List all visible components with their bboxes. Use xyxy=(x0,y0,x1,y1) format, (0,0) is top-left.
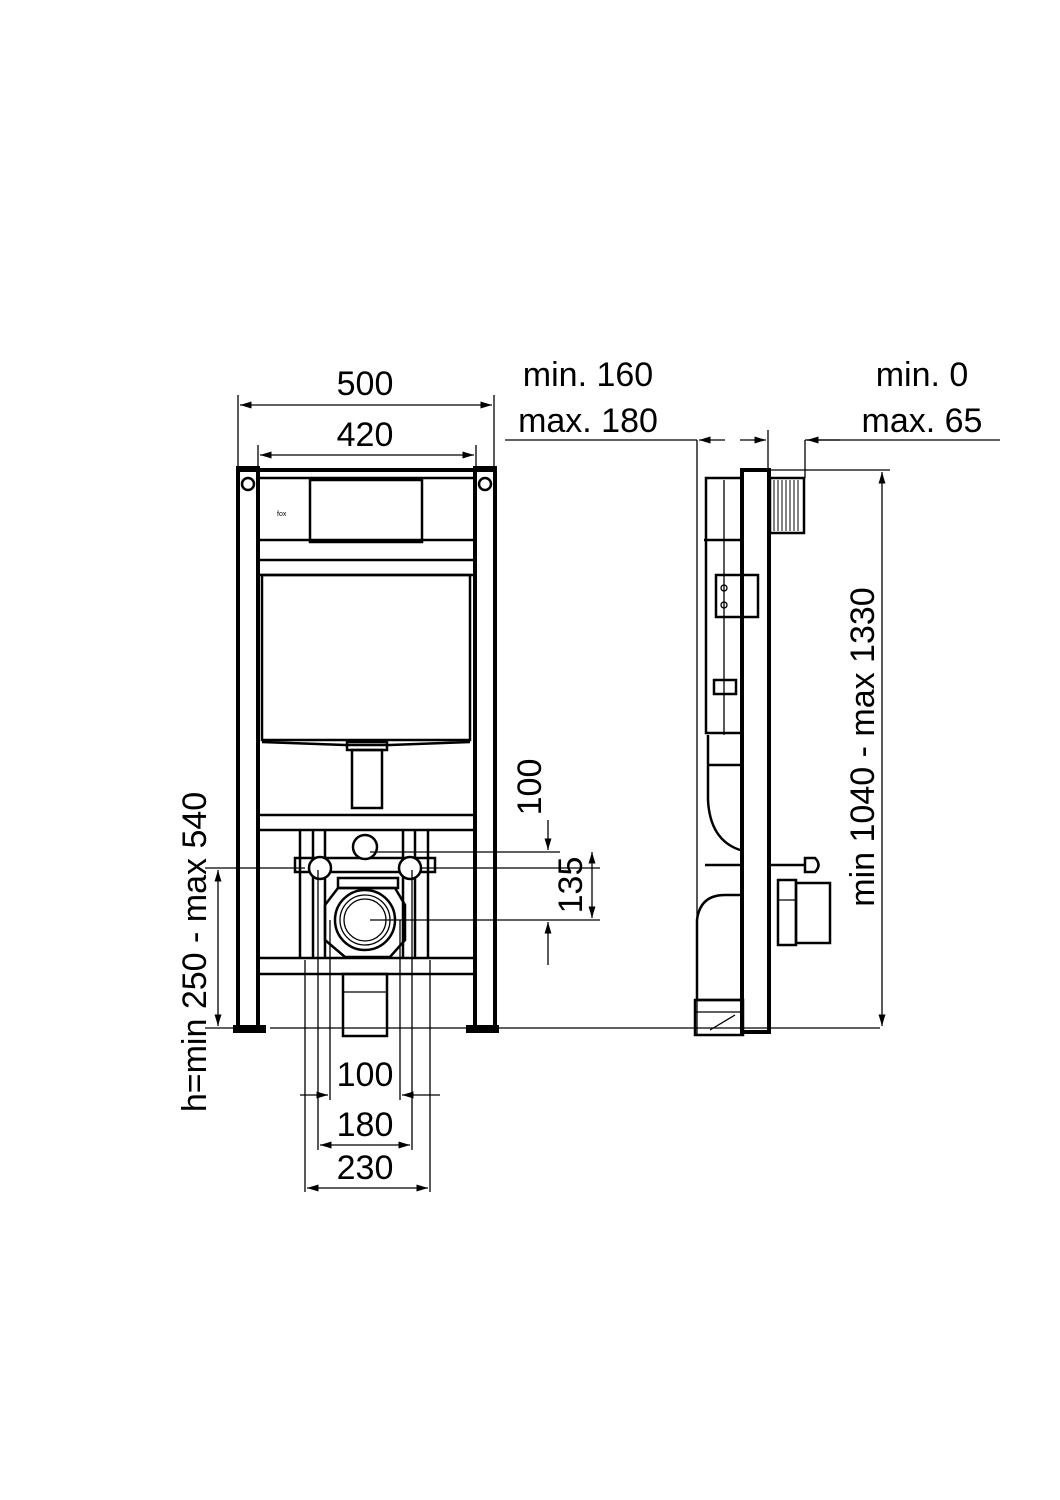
dim-100-vertical: 100 xyxy=(511,759,549,816)
left-foot xyxy=(233,1025,266,1033)
right-foot xyxy=(466,1025,499,1033)
side-frame xyxy=(740,468,771,1034)
flush-opening xyxy=(308,478,424,544)
water-inlet xyxy=(351,833,379,861)
dim-100-bottom: 100 xyxy=(337,1056,394,1094)
panel-mark: fox xyxy=(277,511,287,518)
dim-height-h: h=min 250 - max 540 xyxy=(176,792,214,1112)
side-drain-pipe xyxy=(794,881,832,945)
dim-135: 135 xyxy=(552,857,590,914)
offset-min: min. 0 xyxy=(876,356,969,394)
front-dimensions: 500 420 h=min 250 - max 540 100 135 100 … xyxy=(176,365,880,1192)
right-post xyxy=(473,466,497,1030)
cistern xyxy=(260,573,472,742)
side-bracket xyxy=(714,573,760,619)
offset-max: max. 65 xyxy=(862,402,983,440)
dim-height-side: min 1040 - max 1330 xyxy=(844,587,882,906)
flush-plate xyxy=(768,476,806,535)
flush-pipe xyxy=(350,748,384,810)
right-bolt xyxy=(397,855,423,881)
dim-500: 500 xyxy=(337,365,394,403)
left-bolt xyxy=(307,855,333,881)
dim-420: 420 xyxy=(337,416,394,454)
left-post xyxy=(236,466,260,1030)
dim-180: 180 xyxy=(337,1106,394,1144)
depth-min: min. 160 xyxy=(523,356,653,394)
dim-230: 230 xyxy=(337,1149,394,1187)
side-dimensions: min. 160 max. 180 min. 0 max. 65 min 104… xyxy=(505,356,1000,1035)
depth-max: max. 180 xyxy=(518,402,658,440)
front-view: fox xyxy=(233,466,499,1038)
side-elbow xyxy=(695,893,744,1002)
side-view xyxy=(693,468,832,1037)
